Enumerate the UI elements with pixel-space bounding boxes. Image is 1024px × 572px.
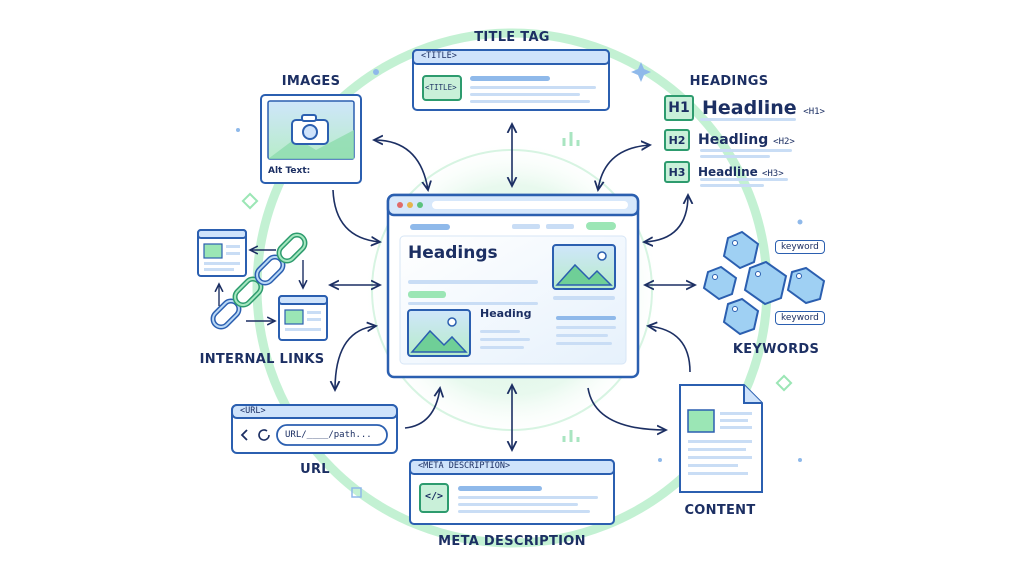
bar-deco xyxy=(562,132,580,442)
content-label: CONTENT xyxy=(684,503,756,518)
images-card xyxy=(260,94,362,184)
page-icon xyxy=(197,229,247,277)
document-icon xyxy=(679,384,763,493)
meta-description-label: META DESCRIPTION xyxy=(438,534,586,549)
h2-text: Headling xyxy=(698,132,769,148)
title-tag-label: TITLE TAG xyxy=(474,30,550,45)
heading-row-h1: H1 Headline <H1> xyxy=(664,95,825,121)
browser-heading: Headings xyxy=(408,243,498,263)
tag-icon xyxy=(786,266,826,305)
camera-icon xyxy=(291,114,329,145)
chain-link-icon xyxy=(210,232,308,330)
internal-links-label: INTERNAL LINKS xyxy=(199,352,325,367)
reload-icon xyxy=(258,429,270,441)
h1-badge: H1 xyxy=(664,95,694,121)
keyword-tags xyxy=(702,230,826,336)
url-card xyxy=(231,404,398,454)
keywords-label: KEYWORDS xyxy=(732,342,820,357)
image-icon xyxy=(407,309,471,357)
title-tag-card xyxy=(412,49,610,111)
tag-icon xyxy=(722,230,760,270)
tag-icon xyxy=(722,297,760,336)
code-icon: </> xyxy=(425,491,444,502)
keyword-bubble: keyword xyxy=(775,311,825,325)
page-icon xyxy=(278,295,328,341)
tag-icon xyxy=(743,260,788,306)
h1-tag: <H1> xyxy=(803,107,825,117)
h3-tag: <H3> xyxy=(761,169,784,179)
h2-tag: <H2> xyxy=(773,137,795,147)
url-card-header: <URL> xyxy=(240,406,266,416)
connector-arrows xyxy=(330,124,695,450)
image-icon xyxy=(552,244,616,290)
meta-description-card xyxy=(409,459,615,525)
central-browser-window xyxy=(386,193,640,379)
url-address: URL/____/path... xyxy=(285,430,372,440)
url-label: URL xyxy=(300,462,330,477)
h3-text: Headline xyxy=(698,165,758,179)
title-card-header: <TITLE> xyxy=(421,51,457,61)
h2-badge: H2 xyxy=(664,129,690,151)
headings-label: HEADINGS xyxy=(689,74,769,89)
sparkle-icon xyxy=(236,62,803,498)
heading-row-h3: H3 Headline <H3> xyxy=(664,161,784,183)
browser-subheading: Heading xyxy=(480,307,532,320)
h1-text: Headline xyxy=(702,97,797,119)
h3-badge: H3 xyxy=(664,161,690,183)
meta-card-header: <META DESCRIPTION> xyxy=(418,461,511,471)
heading-row-h2: H2 Headling <H2> xyxy=(664,129,795,151)
alt-text-label: Alt Text: xyxy=(268,166,311,176)
back-chevron-icon xyxy=(240,429,248,441)
images-label: IMAGES xyxy=(281,74,341,89)
keyword-bubble: keyword xyxy=(775,240,825,254)
tag-icon xyxy=(702,265,738,301)
internal-links-illustration xyxy=(197,229,328,341)
title-card-badge: <TITLE> xyxy=(425,83,457,92)
headings-lines xyxy=(700,118,796,187)
